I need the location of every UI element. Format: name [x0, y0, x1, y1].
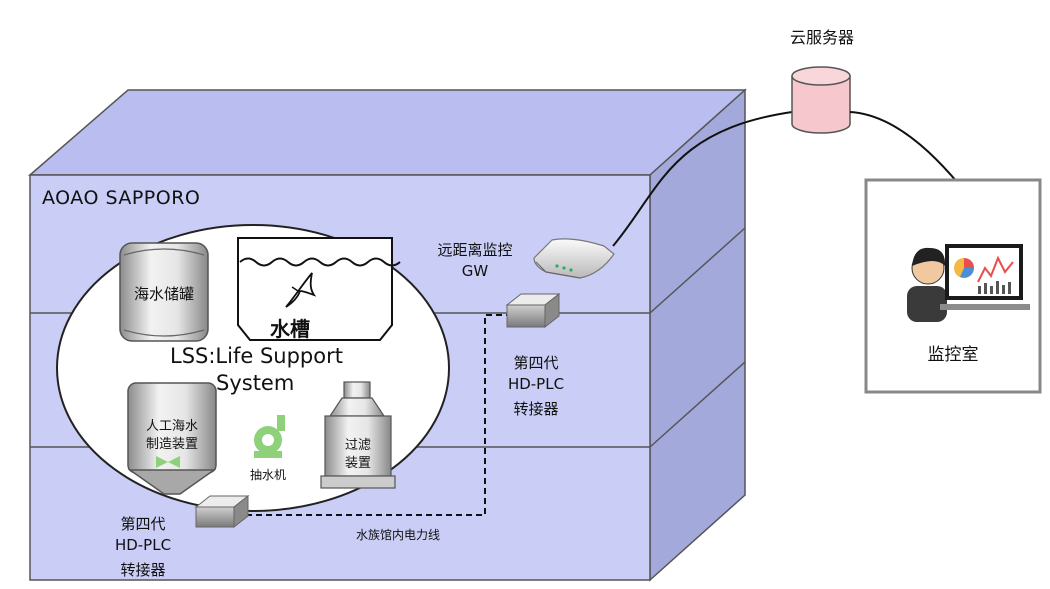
seawater-tank-label: 海水储罐 — [133, 285, 194, 303]
gateway-label-line1: 远距离监控 — [437, 241, 513, 259]
operator-with-screen-icon — [907, 244, 1030, 322]
aquarium-tank — [237, 237, 401, 341]
filter-device — [320, 381, 396, 489]
monitor-room-label: 监控室 — [927, 345, 979, 365]
gateway-cloud-link — [612, 111, 793, 247]
water-wave — [239, 257, 401, 267]
adapter-lower-label-line3: 转接器 — [120, 561, 166, 579]
aquarium-outline — [237, 237, 393, 341]
filter-body — [324, 415, 392, 477]
desk — [940, 304, 1030, 310]
floor-line — [649, 227, 746, 314]
artificial-seawater-label-line1: 人工海水 — [145, 419, 198, 434]
artificial-seawater-label-line2: 制造装置 — [145, 437, 198, 452]
maker-cone — [127, 469, 217, 495]
gateway-label-line2: GW — [461, 262, 489, 280]
pump-label: 抽水机 — [249, 468, 286, 482]
pump-icon — [254, 415, 285, 458]
adapter-lower-label-line1: 第四代 — [120, 515, 166, 533]
hd-plc-adapter-icon — [194, 494, 250, 529]
valve-icon — [156, 456, 180, 468]
operator-hair — [912, 247, 946, 266]
gateway-device-icon — [533, 238, 615, 279]
seawater-tank-cap — [123, 248, 205, 256]
lss-title-line2: System — [216, 371, 295, 395]
seawater-tank — [119, 242, 209, 342]
filter-top-cap — [343, 381, 371, 399]
filter-label-line2: 装置 — [344, 456, 371, 471]
adapter-upper-label-line2: HD-PLC — [507, 375, 565, 393]
line-chart-icon — [977, 255, 1014, 283]
cloud-server-label: 云服务器 — [789, 28, 854, 47]
adapter-lower-label-line2: HD-PLC — [114, 536, 172, 554]
lss-title-line1: LSS:Life Support — [170, 344, 343, 368]
filter-label-line1: 过滤 — [344, 438, 371, 453]
floor-line — [649, 361, 746, 448]
dolphin-icon — [285, 272, 317, 308]
cloud-server-icon — [791, 66, 851, 134]
filter-base — [320, 475, 396, 489]
aquarium-label: 水槽 — [270, 317, 310, 341]
power-line-label: 水族馆内电力线 — [356, 528, 441, 542]
power-line — [236, 314, 510, 516]
operator-body — [907, 286, 947, 322]
pie-slice — [964, 258, 974, 268]
artificial-seawater-maker — [127, 382, 217, 495]
hd-plc-adapter-icon — [505, 292, 561, 329]
seawater-tank-body — [119, 242, 209, 342]
seawater-tank-cap — [123, 329, 205, 337]
adapter-upper-label-line1: 第四代 — [513, 354, 559, 372]
building-top — [27, 89, 747, 176]
building-name: AOAO SAPPORO — [42, 187, 201, 209]
adapter-upper-label-line3: 转接器 — [513, 400, 559, 418]
building-right-side — [649, 88, 746, 582]
pie-slice — [960, 268, 974, 278]
